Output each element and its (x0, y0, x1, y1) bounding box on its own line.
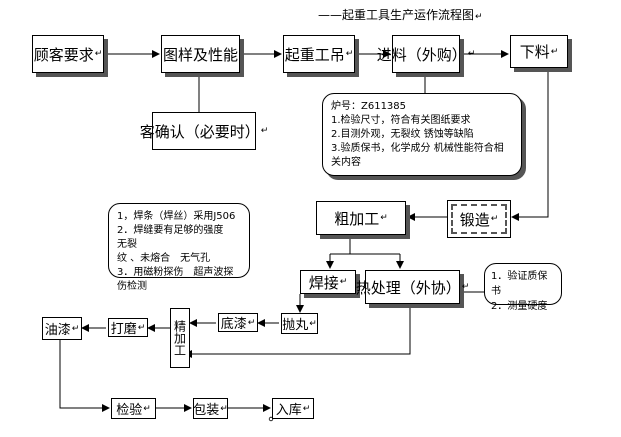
packaging-node: 包装↵ (193, 398, 228, 419)
customer-requirement-node: 顾客要求↵ (32, 35, 104, 73)
note-line: 1.检验尺寸，符合有关图纸要求 (331, 115, 471, 126)
note-line: 炉号：Z611385 (331, 101, 407, 112)
primer-node: 底漆↵ (218, 313, 258, 332)
customer-confirm-node: 客确认（必要时）↵ (140, 112, 268, 150)
note-line: 3.验质保书，化学成分 机械性能符合相关内容 (331, 143, 504, 168)
forging-node: 锻造↵ (447, 200, 511, 238)
note-line: 纹 、未熔合 无气孔 (117, 253, 211, 264)
purchase-material-node: 进料（外购）↵ (377, 35, 475, 73)
storage-node: 入库↵ (272, 398, 314, 419)
note-line: 3．用磁粉探伤 超声波探伤检测 (117, 267, 234, 292)
flowchart-title: ——起重工具生产运作流程图↵ (318, 8, 483, 22)
material-inspection-note: 炉号：Z611385 1.检验尺寸，符合有关图纸要求 2.目测外观，无裂纹 锈蚀… (322, 93, 522, 176)
welding-requirements-note: 1，焊条（焊丝）采用J506 2．焊缝要有足够的强度 无裂 纹 、未熔合 无气孔… (108, 203, 250, 292)
note-line: 1，焊条（焊丝）采用J506 (117, 211, 236, 222)
note-line: 2．焊缝要有足够的强度 无裂 (117, 225, 234, 250)
heat-treatment-note: 1．验证质保书 2．测量硬度 (484, 263, 562, 312)
painting-node: 油漆↵ (42, 317, 82, 340)
inspection-node: 检验↵ (111, 398, 156, 419)
note-line: 2.目测外观，无裂纹 锈蚀等缺陷 (331, 129, 474, 140)
shot-blasting-node: 抛丸↵ (281, 313, 318, 334)
note-line: 1．验证质保书 (491, 271, 548, 297)
welding-node: 焊接↵ (300, 270, 356, 294)
drawing-performance-node: 图样及性能 (161, 35, 240, 73)
blanking-node: 下料↵ (510, 35, 568, 68)
crane-tool-node: 起重工吊↵ (283, 35, 355, 73)
note-line: 2．测量硬度 (491, 301, 548, 312)
finish-machining-node: 精加工 (170, 308, 190, 368)
grinding-node: 打磨↵ (108, 318, 148, 337)
heat-treatment-node: 热处理（外协）↵ (356, 270, 469, 304)
rough-machining-node: 粗加工↵ (316, 201, 406, 235)
